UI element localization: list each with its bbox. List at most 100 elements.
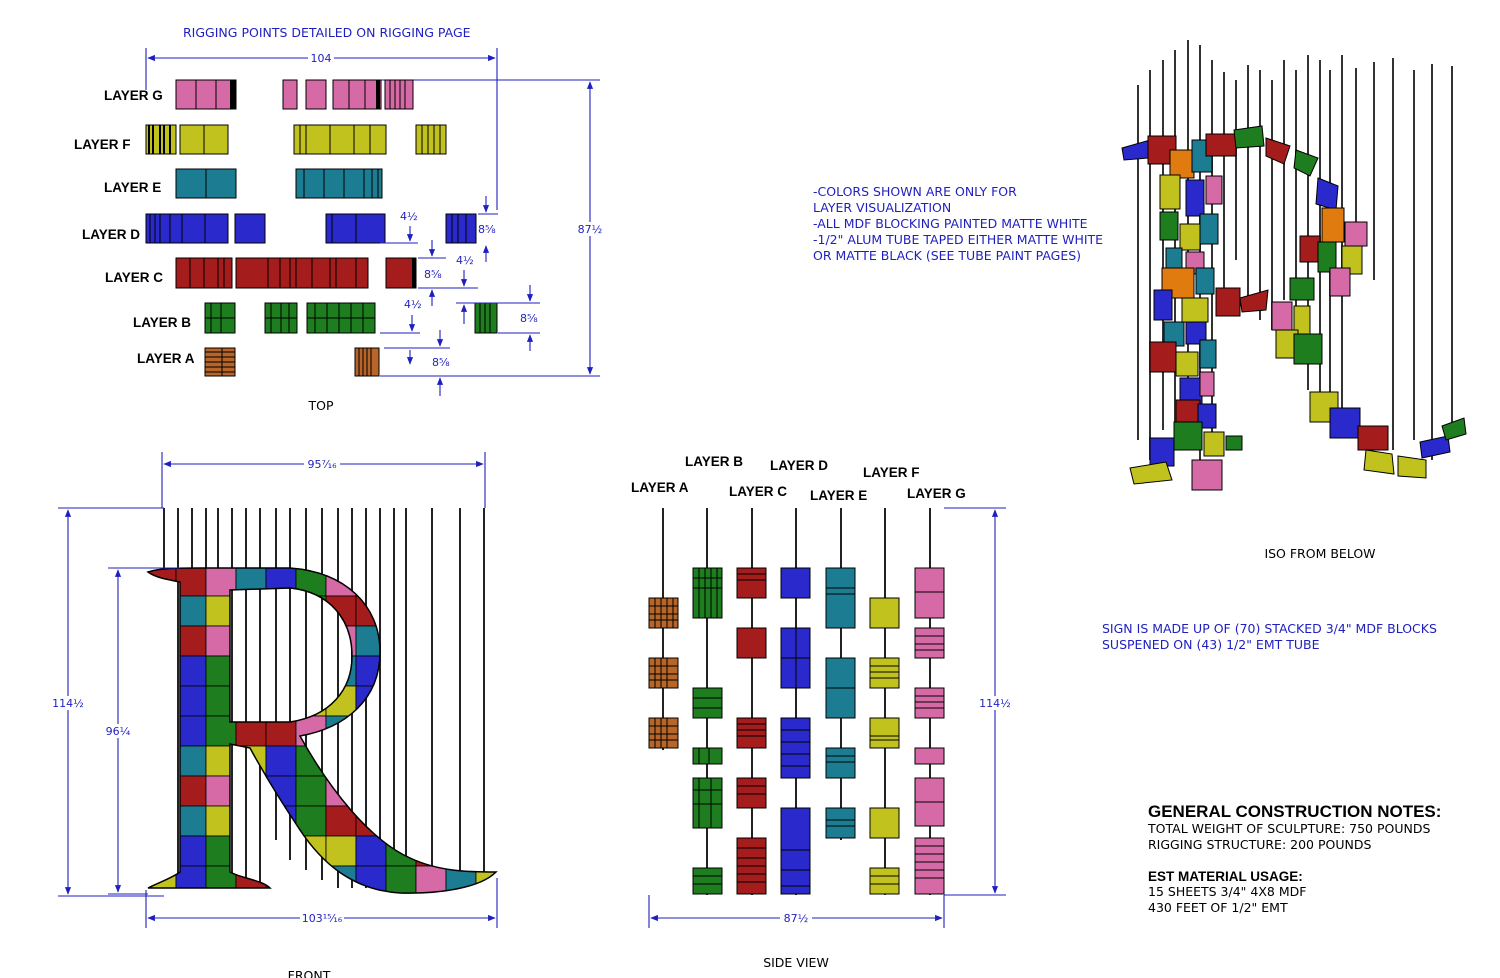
letter-block <box>265 745 297 777</box>
side-label-layer-e: LAYER E <box>810 488 867 503</box>
color-note-line-4: -1/2" ALUM TUBE TAPED EITHER MATTE WHITE <box>813 232 1103 247</box>
color-note-line-3: -ALL MDF BLOCKING PAINTED MATTE WHITE <box>813 216 1088 231</box>
letter-block <box>475 568 496 597</box>
top-layer-d-blocks <box>145 213 477 244</box>
letter-block <box>175 568 207 597</box>
color-note-line-1: -COLORS SHOWN ARE ONLY FOR <box>813 184 1017 199</box>
side-caption: SIDE VIEW <box>763 955 829 970</box>
letter-block <box>148 715 177 747</box>
letter-block <box>265 595 297 627</box>
top-label-layer-a: LAYER A <box>137 351 195 366</box>
sign-note-line-1: SIGN IS MADE UP OF (70) STACKED 3/4" MDF… <box>1102 621 1437 636</box>
letter-block <box>475 805 496 837</box>
spacing-dim-2: 8⅝ <box>478 223 496 236</box>
letter-block <box>385 865 417 894</box>
letter-block <box>385 775 417 807</box>
letter-block <box>265 805 297 837</box>
color-note-line-2: LAYER VISUALIZATION <box>813 200 951 215</box>
letter-block <box>385 685 417 717</box>
side-height-dim: 114½ <box>979 697 1011 710</box>
side-label-layer-g: LAYER G <box>907 486 966 501</box>
side-label-layer-f: LAYER F <box>863 465 920 480</box>
front-outer-height-dim: 114½ <box>52 697 84 710</box>
spacing-dim-6: 8⅝ <box>520 312 538 325</box>
letter-block <box>385 655 417 687</box>
top-label-layer-b: LAYER B <box>133 315 191 330</box>
letter-block <box>355 595 387 627</box>
construction-notes-title: GENERAL CONSTRUCTION NOTES: <box>1148 802 1441 821</box>
letter-block <box>385 595 417 627</box>
top-spacing-dims: 4½ 8⅝ 8⅝ 4½ 4½ 8⅝ 8⅝ <box>380 196 540 396</box>
letter-block <box>148 805 177 837</box>
letter-block <box>385 745 417 777</box>
front-inner-height-dim: 96¼ <box>106 725 131 738</box>
side-label-layer-c: LAYER C <box>729 484 787 499</box>
side-view: LAYER A LAYER B LAYER C LAYER D LAYER E … <box>631 454 1011 970</box>
letter-block <box>355 745 387 777</box>
spacing-dim-5: 4½ <box>404 298 422 311</box>
letter-block <box>175 595 207 627</box>
letter-block <box>355 775 387 807</box>
letter-r <box>146 567 498 894</box>
side-width-dim: 87½ <box>784 912 809 925</box>
top-width-dim: 104 <box>311 52 332 65</box>
top-height-dim: 87½ <box>578 223 603 236</box>
letter-block <box>385 715 417 747</box>
letter-block <box>235 805 267 837</box>
letter-block <box>265 625 297 657</box>
letter-block <box>385 568 417 597</box>
letter-block <box>148 625 177 657</box>
letter-block <box>325 835 357 867</box>
letter-block <box>475 715 496 747</box>
sign-note: SIGN IS MADE UP OF (70) STACKED 3/4" MDF… <box>1102 621 1437 652</box>
spacing-dim-7: 8⅝ <box>432 356 450 369</box>
spacing-dim-4: 4½ <box>456 254 474 267</box>
letter-block <box>148 835 177 867</box>
letter-block <box>265 568 297 597</box>
letter-block <box>235 775 267 807</box>
front-bottom-dim: 103¹⁵⁄₁₆ <box>302 912 343 925</box>
color-note: -COLORS SHOWN ARE ONLY FOR LAYER VISUALI… <box>813 184 1103 263</box>
construction-notes: GENERAL CONSTRUCTION NOTES: TOTAL WEIGHT… <box>1147 802 1441 915</box>
letter-block <box>475 625 496 657</box>
letter-block <box>325 685 357 717</box>
letter-block <box>148 595 177 627</box>
side-label-layer-b: LAYER B <box>685 454 743 469</box>
letter-block <box>235 655 267 687</box>
material-usage-title: EST MATERIAL USAGE: <box>1148 869 1303 884</box>
letter-block <box>148 745 177 777</box>
top-layer-f-blocks <box>145 124 447 155</box>
top-layer-c-blocks <box>175 257 417 289</box>
letter-block <box>355 655 387 687</box>
letter-block <box>235 595 267 627</box>
iso-view: ISO FROM BELOW <box>1121 40 1467 561</box>
color-note-line-5: OR MATTE BLACK (SEE TUBE PAINT PAGES) <box>813 248 1081 263</box>
top-layer-e-blocks <box>175 168 383 199</box>
letter-block <box>475 865 496 894</box>
letter-block <box>475 685 496 717</box>
letter-block <box>265 655 297 687</box>
letter-block <box>265 715 297 747</box>
letter-block <box>175 775 207 807</box>
letter-block <box>355 568 387 597</box>
sign-note-line-2: SUSPENED ON (43) 1/2" EMT TUBE <box>1102 637 1320 652</box>
front-top-dim: 95⁷⁄₁₆ <box>307 458 337 471</box>
material-usage-mdf: 15 SHEETS 3/4" 4X8 MDF <box>1148 884 1306 899</box>
top-layer-g-blocks <box>175 79 414 110</box>
top-label-layer-d: LAYER D <box>82 227 140 242</box>
letter-block <box>235 685 267 717</box>
front-view: 95⁷⁄₁₆ 114½ 96¼ <box>52 452 498 978</box>
construction-notes-rigging: RIGGING STRUCTURE: 200 POUNDS <box>1148 837 1371 852</box>
letter-block <box>235 715 267 747</box>
letter-block <box>475 775 496 807</box>
letter-block <box>148 775 177 807</box>
letter-block <box>385 625 417 657</box>
side-label-layer-d: LAYER D <box>770 458 828 473</box>
letter-block <box>148 865 177 894</box>
letter-block <box>235 835 267 867</box>
material-usage-emt: 430 FEET OF 1/2" EMT <box>1148 900 1288 915</box>
letter-block <box>175 685 207 717</box>
letter-block <box>355 715 387 747</box>
letter-block <box>235 865 267 894</box>
letter-block <box>175 715 207 747</box>
